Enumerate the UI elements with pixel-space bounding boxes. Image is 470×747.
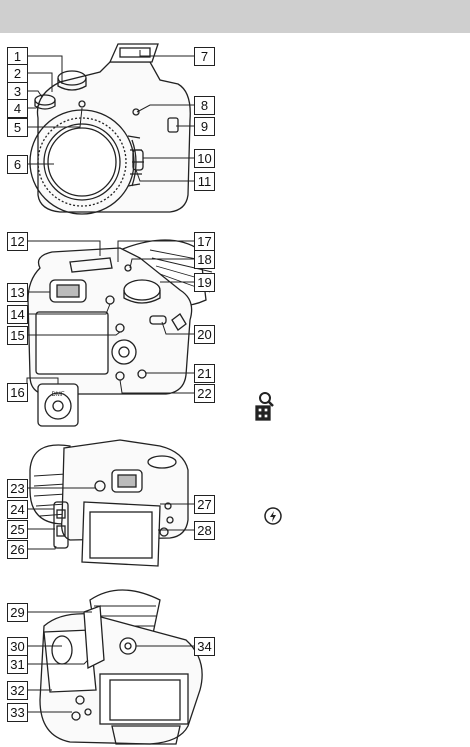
callout-32: 32 xyxy=(7,681,28,700)
callout-18: 18 xyxy=(194,250,215,269)
callout-14: 14 xyxy=(7,305,28,324)
camera-tilted-lcd-view xyxy=(30,440,188,566)
callout-17: 17 xyxy=(194,232,215,251)
magnify-icon xyxy=(260,393,273,406)
callout-28: 28 xyxy=(194,521,215,540)
dial-label: DMF xyxy=(52,392,65,398)
callout-24: 24 xyxy=(7,500,28,519)
callout-29: 29 xyxy=(7,603,28,622)
callout-22: 22 xyxy=(194,384,215,403)
callout-16: 16 xyxy=(7,383,28,402)
camera-rear-view xyxy=(28,240,212,426)
callout-20: 20 xyxy=(194,325,215,344)
callout-13: 13 xyxy=(7,283,28,302)
callout-5: 5 xyxy=(7,118,28,137)
camera-front-view xyxy=(30,44,190,214)
callout-6: 6 xyxy=(7,155,28,174)
callout-12: 12 xyxy=(7,232,28,251)
callout-2: 2 xyxy=(7,64,28,83)
callout-25: 25 xyxy=(7,520,28,539)
callout-34: 34 xyxy=(194,637,215,656)
callout-33: 33 xyxy=(7,703,28,722)
callout-23: 23 xyxy=(7,479,28,498)
camera-bottom-view xyxy=(40,590,202,744)
flash-icon xyxy=(265,508,281,524)
index-grid-icon xyxy=(256,406,270,420)
callout-30: 30 xyxy=(7,637,28,656)
callout-19: 19 xyxy=(194,273,215,292)
callout-27: 27 xyxy=(194,495,215,514)
callout-11: 11 xyxy=(194,172,215,191)
callout-15: 15 xyxy=(7,326,28,345)
callout-8: 8 xyxy=(194,96,215,115)
callout-31: 31 xyxy=(7,655,28,674)
callout-7: 7 xyxy=(194,47,215,66)
callout-21: 21 xyxy=(194,364,215,383)
callout-10: 10 xyxy=(194,149,215,168)
callout-26: 26 xyxy=(7,540,28,559)
callout-4: 4 xyxy=(7,99,28,118)
callout-9: 9 xyxy=(194,117,215,136)
